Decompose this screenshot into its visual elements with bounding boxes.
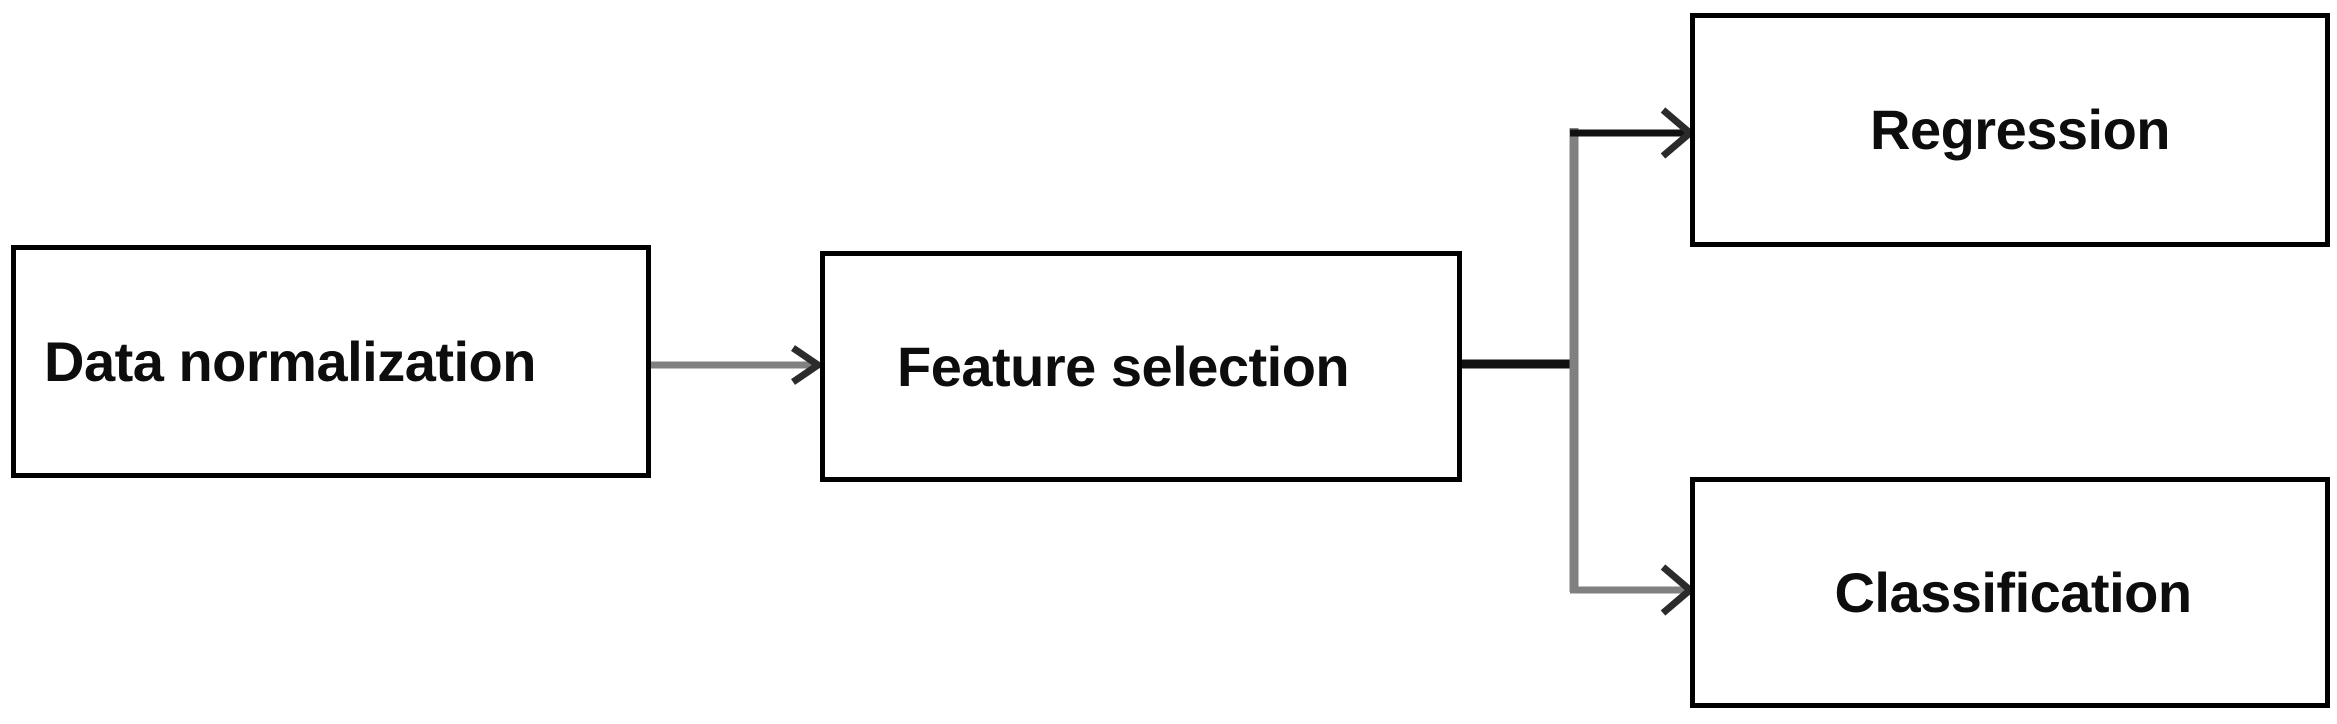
node-feature-selection[interactable]: Feature selection xyxy=(820,251,1462,482)
node-label-feature-selection: Feature selection xyxy=(897,334,1350,398)
node-label-regression: Regression xyxy=(1870,98,2171,161)
arrowhead-icon-to-classification xyxy=(1660,564,1696,616)
node-regression[interactable]: Regression xyxy=(1690,13,2330,247)
edge-branch-to-regression xyxy=(1570,107,1696,159)
arrowhead-icon-to-feature-selection xyxy=(791,345,825,385)
node-data-normalization[interactable]: Data normalization xyxy=(11,245,651,478)
edge-data-normalization-to-feature-selection xyxy=(651,345,825,385)
node-classification[interactable]: Classification xyxy=(1690,477,2330,708)
edge-branch-to-classification xyxy=(1570,564,1696,616)
node-label-data-normalization: Data normalization xyxy=(44,329,536,393)
arrowhead-icon-to-regression xyxy=(1660,107,1696,159)
node-label-classification: Classification xyxy=(1834,560,2192,624)
